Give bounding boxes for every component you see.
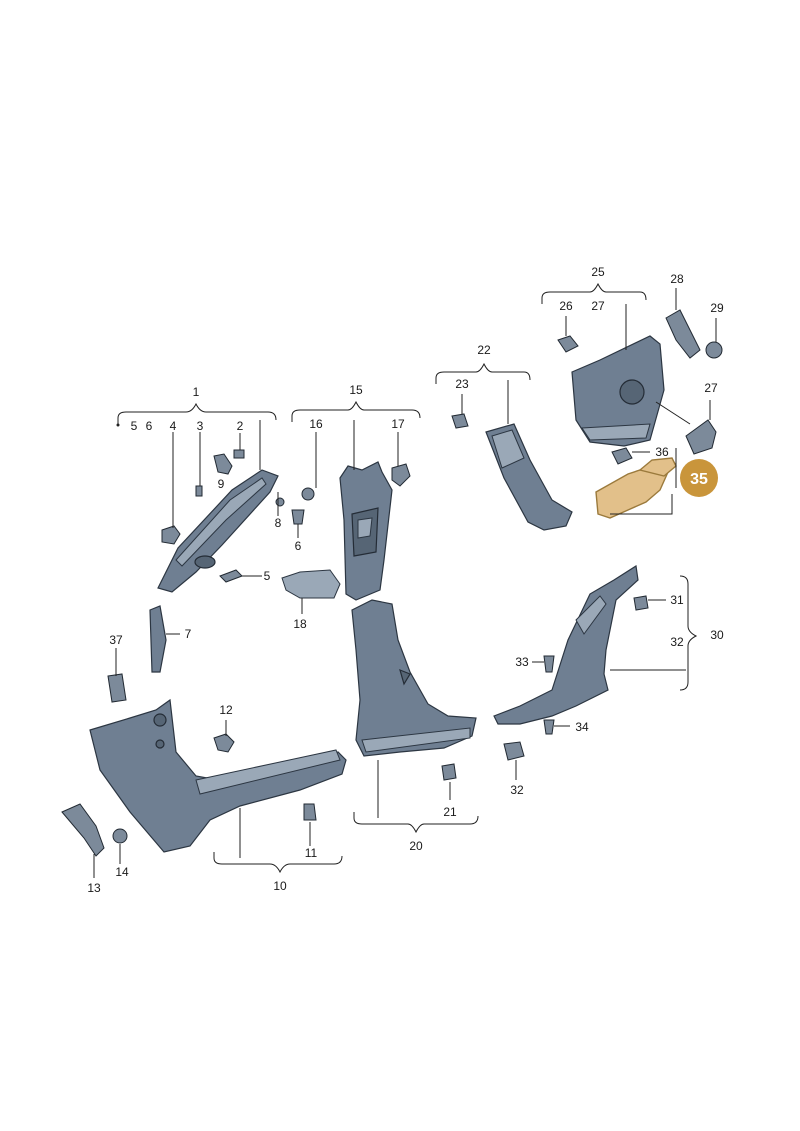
label-26: 26: [559, 299, 573, 313]
group-30-rear-lower: [493, 564, 698, 780]
retainer-32[interactable]: [503, 741, 525, 761]
label-22: 22: [477, 343, 491, 357]
label-6-lower: 6: [295, 539, 302, 553]
clip-21[interactable]: [441, 763, 457, 781]
screw-8[interactable]: [275, 497, 285, 507]
label-25: 25: [591, 265, 605, 279]
front-kick-panel[interactable]: [89, 698, 347, 853]
clip-36[interactable]: [611, 447, 633, 465]
label-6: 6: [146, 419, 153, 433]
group-20-b-pillar-lower: [351, 599, 479, 834]
clip-9[interactable]: [213, 453, 233, 475]
label-1: 1: [193, 385, 200, 399]
label-29: 29: [710, 301, 724, 315]
label-32-bottom: 32: [510, 783, 524, 797]
label-18: 18: [293, 617, 307, 631]
label-34: 34: [575, 720, 589, 734]
group-15-b-pillar-upper: [281, 400, 421, 614]
brace-15: [291, 400, 421, 422]
bracket-28[interactable]: [665, 309, 701, 359]
clip-5[interactable]: [219, 569, 243, 583]
label-36: 36: [655, 445, 669, 459]
highlighted-part-35: 35: [595, 448, 718, 519]
group-1-a-pillar: [116, 402, 305, 593]
screw-33[interactable]: [543, 655, 555, 673]
brace-22: [435, 362, 531, 384]
label-9: 9: [218, 477, 225, 491]
label-16: 16: [309, 417, 323, 431]
screw-12[interactable]: [213, 733, 235, 753]
callout-35-label: 35: [690, 471, 708, 488]
cover-27[interactable]: [685, 419, 717, 455]
label-20: 20: [409, 839, 423, 853]
clip-11[interactable]: [303, 803, 317, 821]
screw-34[interactable]: [543, 719, 555, 735]
label-2: 2: [237, 419, 244, 433]
brace-10: [213, 852, 343, 874]
clip-4[interactable]: [161, 525, 181, 545]
label-27-top: 27: [591, 299, 605, 313]
trim-part-35[interactable]: [595, 465, 669, 519]
screw-16[interactable]: [301, 487, 315, 501]
group-25-rear-panel: [541, 282, 723, 465]
group-10-sill-panel: [61, 605, 347, 878]
cap-29[interactable]: [705, 341, 723, 359]
clip-26[interactable]: [557, 335, 579, 353]
clip-6[interactable]: [291, 509, 305, 525]
clip-2[interactable]: [233, 449, 245, 459]
bracket-13[interactable]: [61, 803, 105, 857]
label-33: 33: [515, 655, 529, 669]
clip-17[interactable]: [391, 463, 411, 487]
label-5: 5: [131, 419, 138, 433]
callout-35[interactable]: [680, 459, 718, 497]
label-13: 13: [87, 881, 101, 895]
rear-lower-trim[interactable]: [493, 564, 639, 725]
label-5-lower: 5: [264, 569, 271, 583]
brace-20: [353, 812, 479, 834]
label-37: 37: [109, 633, 123, 647]
brace-1: [117, 402, 277, 425]
label-14: 14: [115, 865, 129, 879]
group-22-c-pillar: [435, 362, 573, 531]
label-15: 15: [349, 383, 363, 397]
label-21: 21: [443, 805, 457, 819]
clip-31[interactable]: [633, 595, 649, 611]
label-8: 8: [275, 516, 282, 530]
label-27-right: 27: [704, 381, 718, 395]
label-12: 12: [219, 703, 233, 717]
clip-3[interactable]: [195, 485, 203, 497]
cap-14[interactable]: [112, 828, 128, 844]
label-17: 17: [391, 417, 405, 431]
label-7: 7: [185, 627, 192, 641]
label-31: 31: [670, 593, 684, 607]
label-30: 30: [710, 628, 724, 642]
clip-23[interactable]: [451, 413, 469, 429]
brace-25: [541, 282, 647, 304]
b-pillar-lower-trim[interactable]: [351, 599, 477, 757]
callout-labels: 1 5 6 4 3 2 9 8 6 5 15 16 17 18 22 23 25…: [87, 265, 724, 895]
label-23: 23: [455, 377, 469, 391]
label-10: 10: [273, 879, 287, 893]
bracket-18[interactable]: [281, 569, 341, 599]
label-32-right: 32: [670, 635, 684, 649]
label-4: 4: [170, 419, 177, 433]
label-3: 3: [197, 419, 204, 433]
seal-strip-7[interactable]: [149, 605, 167, 673]
label-11: 11: [305, 846, 318, 860]
rear-side-panel[interactable]: [571, 335, 665, 447]
clip-37[interactable]: [107, 673, 127, 703]
brace-30: [679, 575, 698, 691]
label-28: 28: [670, 272, 684, 286]
